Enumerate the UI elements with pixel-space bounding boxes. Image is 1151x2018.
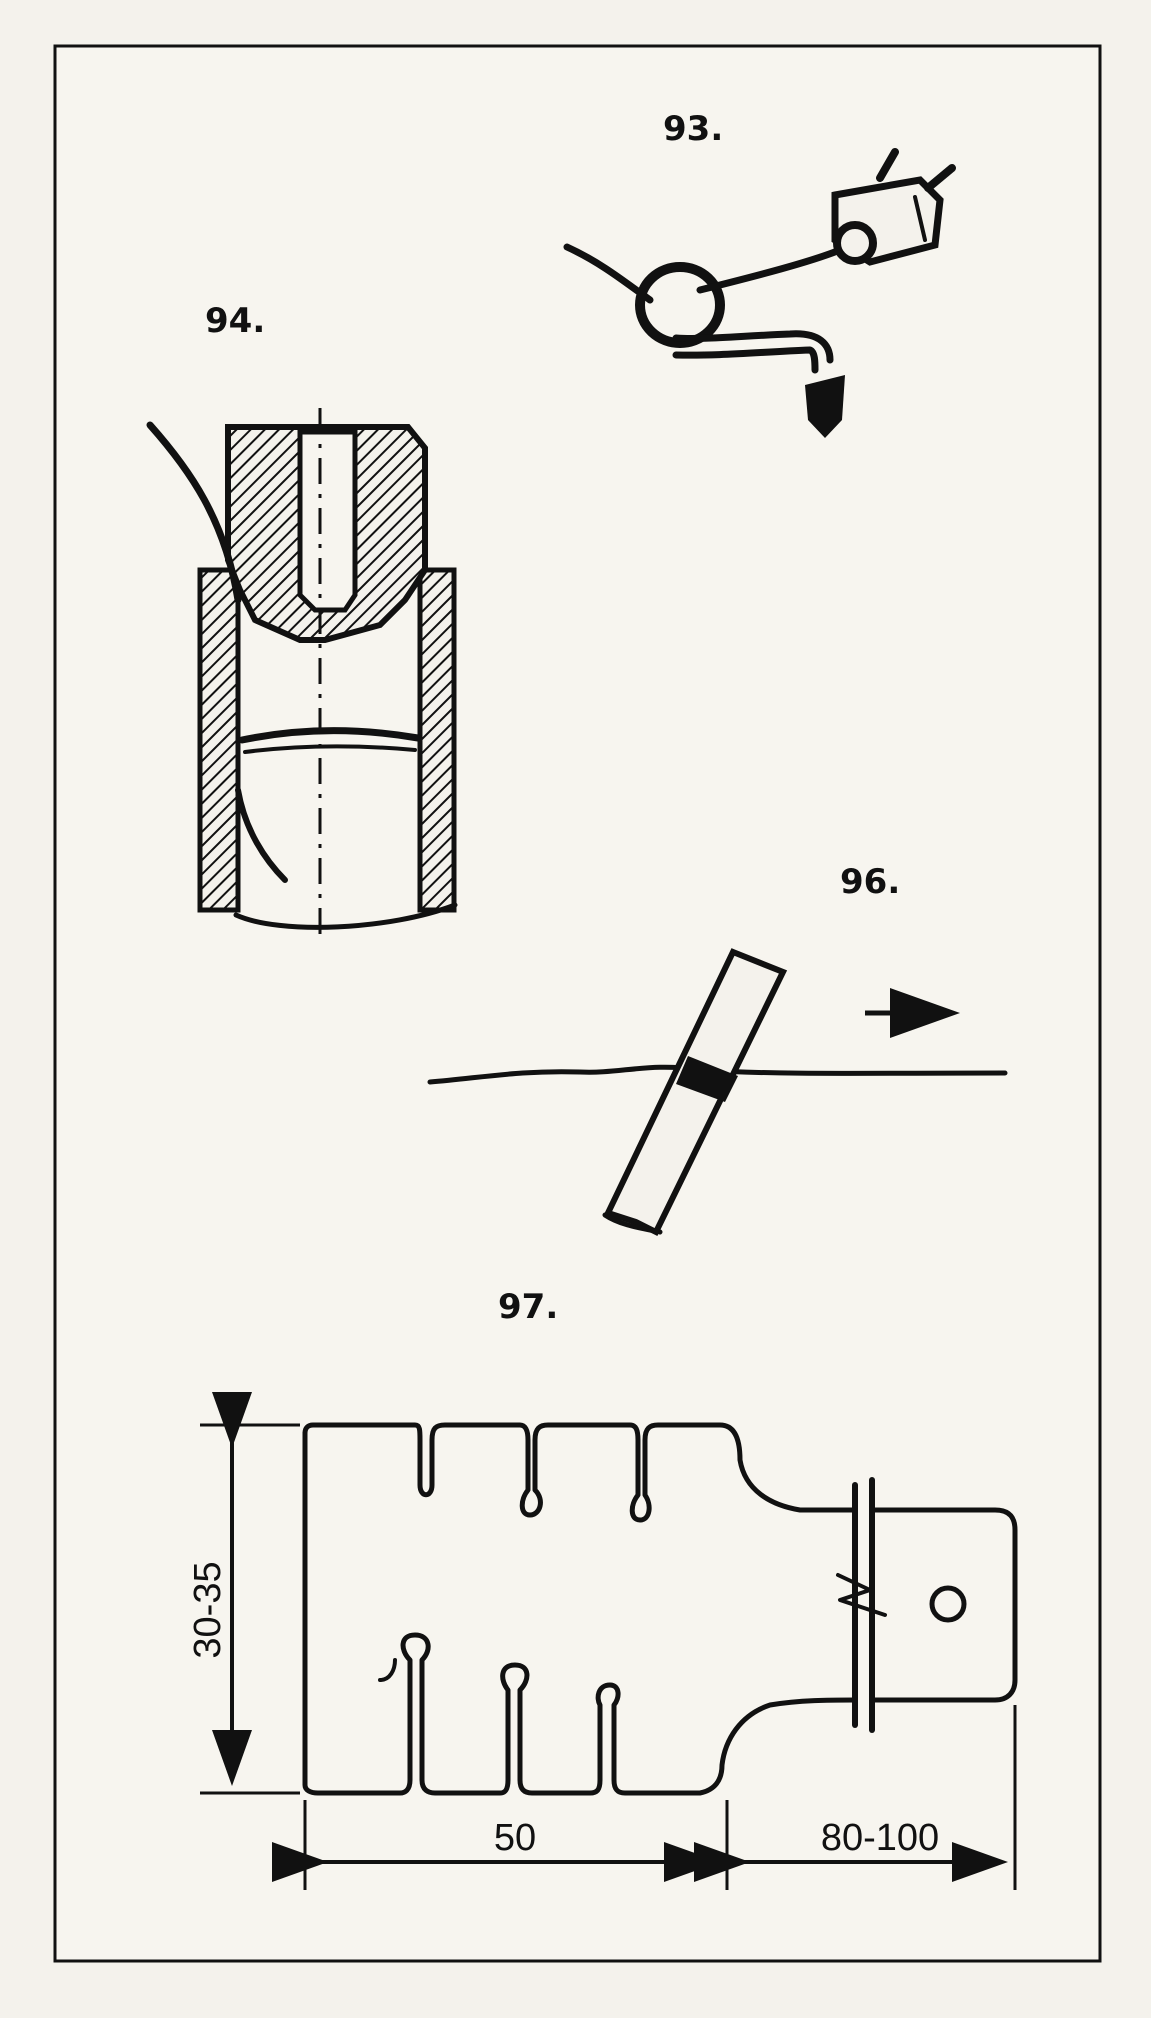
figure-97-label: 97.	[498, 1287, 558, 1327]
figure-94-label: 94.	[205, 301, 265, 341]
figure-93-label: 93.	[663, 109, 723, 149]
figure-97: 97. 30-35 50 80-100	[187, 1287, 1018, 1890]
dimension-lines	[200, 1392, 1017, 1890]
dimension-width-left-label: 50	[494, 1817, 536, 1859]
figure-96-label: 96.	[840, 862, 900, 902]
dimension-width-right-label: 80-100	[821, 1817, 939, 1859]
template-outline	[302, 1422, 1018, 1796]
figure-94: 94.	[146, 301, 458, 935]
figure-96: 96.	[427, 862, 1008, 1237]
dimension-height-label: 30-35	[187, 1561, 229, 1658]
rod-crossing-drawing	[427, 948, 1008, 1237]
cross-section-drawing	[146, 408, 458, 935]
plug-wire-drawing	[563, 148, 956, 438]
plug-body	[831, 148, 956, 266]
figure-93: 93.	[563, 109, 956, 438]
